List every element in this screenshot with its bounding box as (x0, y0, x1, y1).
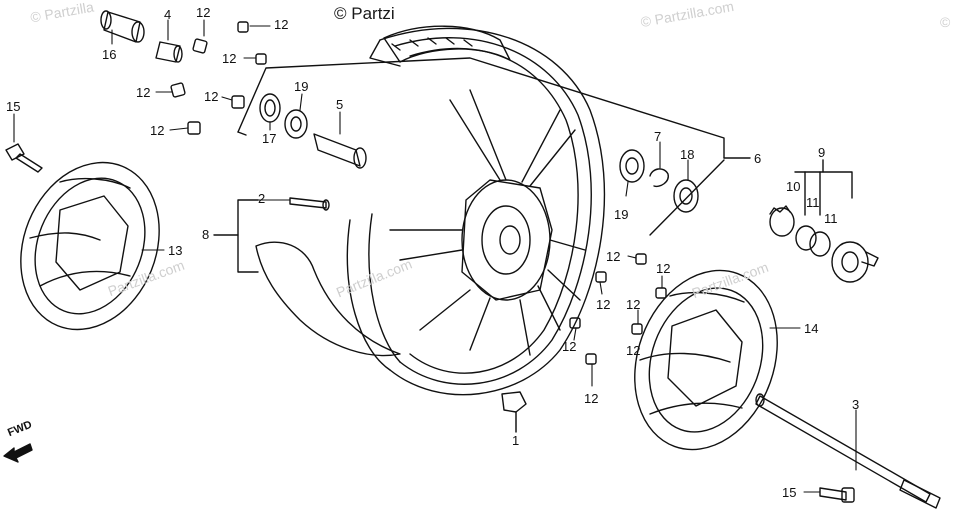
bearing-19-right (619, 149, 645, 183)
callout-14: 14 (804, 321, 819, 336)
group-bracket-8 (213, 199, 259, 273)
bearing-19-left (284, 109, 308, 139)
brake-disc-14 (634, 269, 778, 451)
bearing-18 (673, 179, 699, 213)
callout-12: 12 (222, 51, 237, 66)
callout-12: 12 (596, 297, 611, 312)
callout-12: 12 (196, 5, 211, 20)
callout-10: 10 (786, 179, 801, 194)
group-bracket-9 (794, 159, 853, 216)
callout-15: 15 (782, 485, 797, 500)
wheel-hub (389, 89, 586, 356)
leader-lines (13, 19, 857, 493)
callout-12: 12 (150, 123, 165, 138)
watermark-right-edge: © (940, 14, 951, 30)
callout-12: 12 (274, 17, 289, 32)
spacer-part-5 (313, 133, 367, 169)
callout-6: 6 (754, 151, 762, 166)
valve-part-1 (501, 391, 527, 433)
speedo-gear-10 (769, 205, 795, 237)
callout-12: 12 (626, 297, 641, 312)
watermark-top-center: © Partzi (334, 4, 395, 23)
bolt-15-right (819, 487, 855, 503)
bolt-15-left (5, 143, 43, 173)
callout-12: 12 (584, 391, 599, 406)
brake-disc-13 (20, 161, 160, 331)
callout-2: 2 (258, 191, 266, 206)
callout-19: 19 (294, 79, 309, 94)
callout-12: 12 (626, 343, 641, 358)
callout-7: 7 (654, 129, 662, 144)
callout-5: 5 (336, 97, 344, 112)
callout-3: 3 (852, 397, 860, 412)
group-bracket-6 (237, 57, 751, 236)
collar-part-16 (100, 10, 145, 43)
callout-8: 8 (202, 227, 210, 242)
forward-arrow-icon (3, 443, 33, 463)
callout-18: 18 (680, 147, 695, 162)
callout-16: 16 (102, 47, 117, 62)
callout-4: 4 (164, 7, 172, 22)
callout-12: 12 (656, 261, 671, 276)
callout-11: 11 (824, 211, 838, 226)
callout-11: 11 (806, 195, 820, 210)
callout-9: 9 (818, 145, 826, 160)
bolt-part-2 (289, 197, 330, 211)
callout-12: 12 (136, 85, 151, 100)
nuts-12 (170, 21, 667, 365)
bearing-17 (259, 93, 281, 123)
wheel-rim (255, 25, 606, 396)
callout-15: 15 (6, 99, 21, 114)
bushing-part-4 (155, 41, 183, 63)
callout-19: 19 (614, 207, 629, 222)
callout-12: 12 (606, 249, 621, 264)
callout-1: 1 (512, 433, 520, 448)
callout-12: 12 (562, 339, 577, 354)
circlip-part-7 (649, 168, 669, 188)
gearbox-part-9 (831, 241, 879, 283)
callout-13: 13 (168, 243, 183, 258)
callout-12: 12 (204, 89, 219, 104)
axle-part-3 (755, 393, 941, 509)
washer-11 (795, 225, 831, 257)
callout-17: 17 (262, 131, 277, 146)
